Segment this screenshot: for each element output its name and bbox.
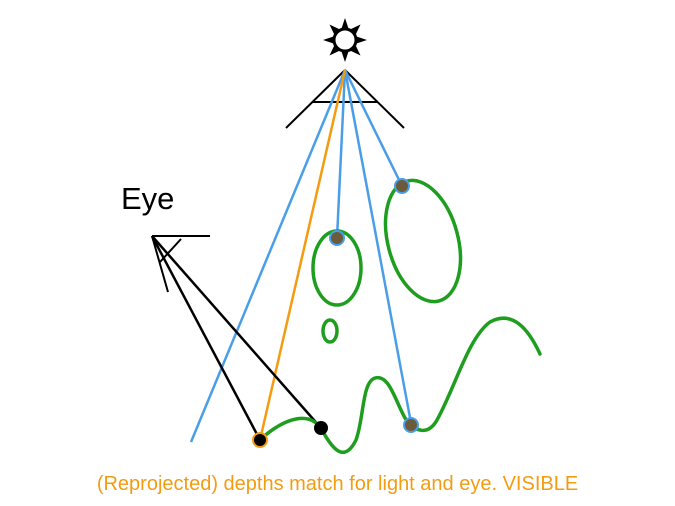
caption: (Reprojected) depths match for light and… — [96, 473, 579, 495]
light-ray-to-point — [258, 69, 347, 441]
light-frustum — [285, 69, 405, 129]
sample-points — [252, 178, 419, 448]
scene-geometry — [260, 178, 542, 454]
light-sample-point — [403, 417, 419, 433]
ground-curve — [260, 316, 542, 454]
light-rays — [189, 69, 413, 443]
visible-point — [252, 432, 268, 448]
eye-rays — [150, 235, 322, 441]
light-sample-point — [329, 230, 345, 246]
ellipse-tiny — [321, 318, 339, 344]
sun-icon — [323, 18, 367, 62]
eye-label: Eye — [121, 181, 175, 216]
eye-sample-point — [314, 421, 328, 435]
light-sample-point — [394, 178, 410, 194]
ellipse-large — [383, 178, 463, 304]
